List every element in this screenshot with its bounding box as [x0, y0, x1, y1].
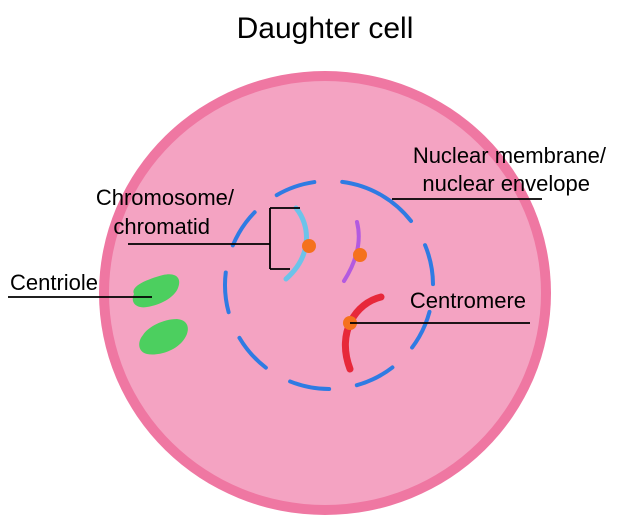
centriole-lower: [139, 319, 188, 355]
centromere-dot-purple: [353, 248, 367, 262]
centriole-upper: [132, 274, 180, 308]
centromere-dot-blue: [302, 239, 316, 253]
chromatid-label: chromatid: [113, 214, 210, 239]
centromere-label: Centromere: [410, 288, 526, 313]
centriole-label: Centriole: [10, 270, 98, 295]
nuclear-membrane-label: Nuclear membrane/: [413, 143, 607, 168]
nuclear-envelope: [223, 179, 435, 391]
cell: [99, 71, 551, 515]
chromosome-bracket: [269, 207, 300, 270]
diagram-title: Daughter cell: [237, 12, 414, 45]
cytoplasm: [109, 81, 541, 505]
chromosome-label: Chromosome/: [96, 185, 235, 210]
label-lines: [8, 198, 542, 324]
nuclear-envelope-label: nuclear envelope: [422, 171, 590, 196]
